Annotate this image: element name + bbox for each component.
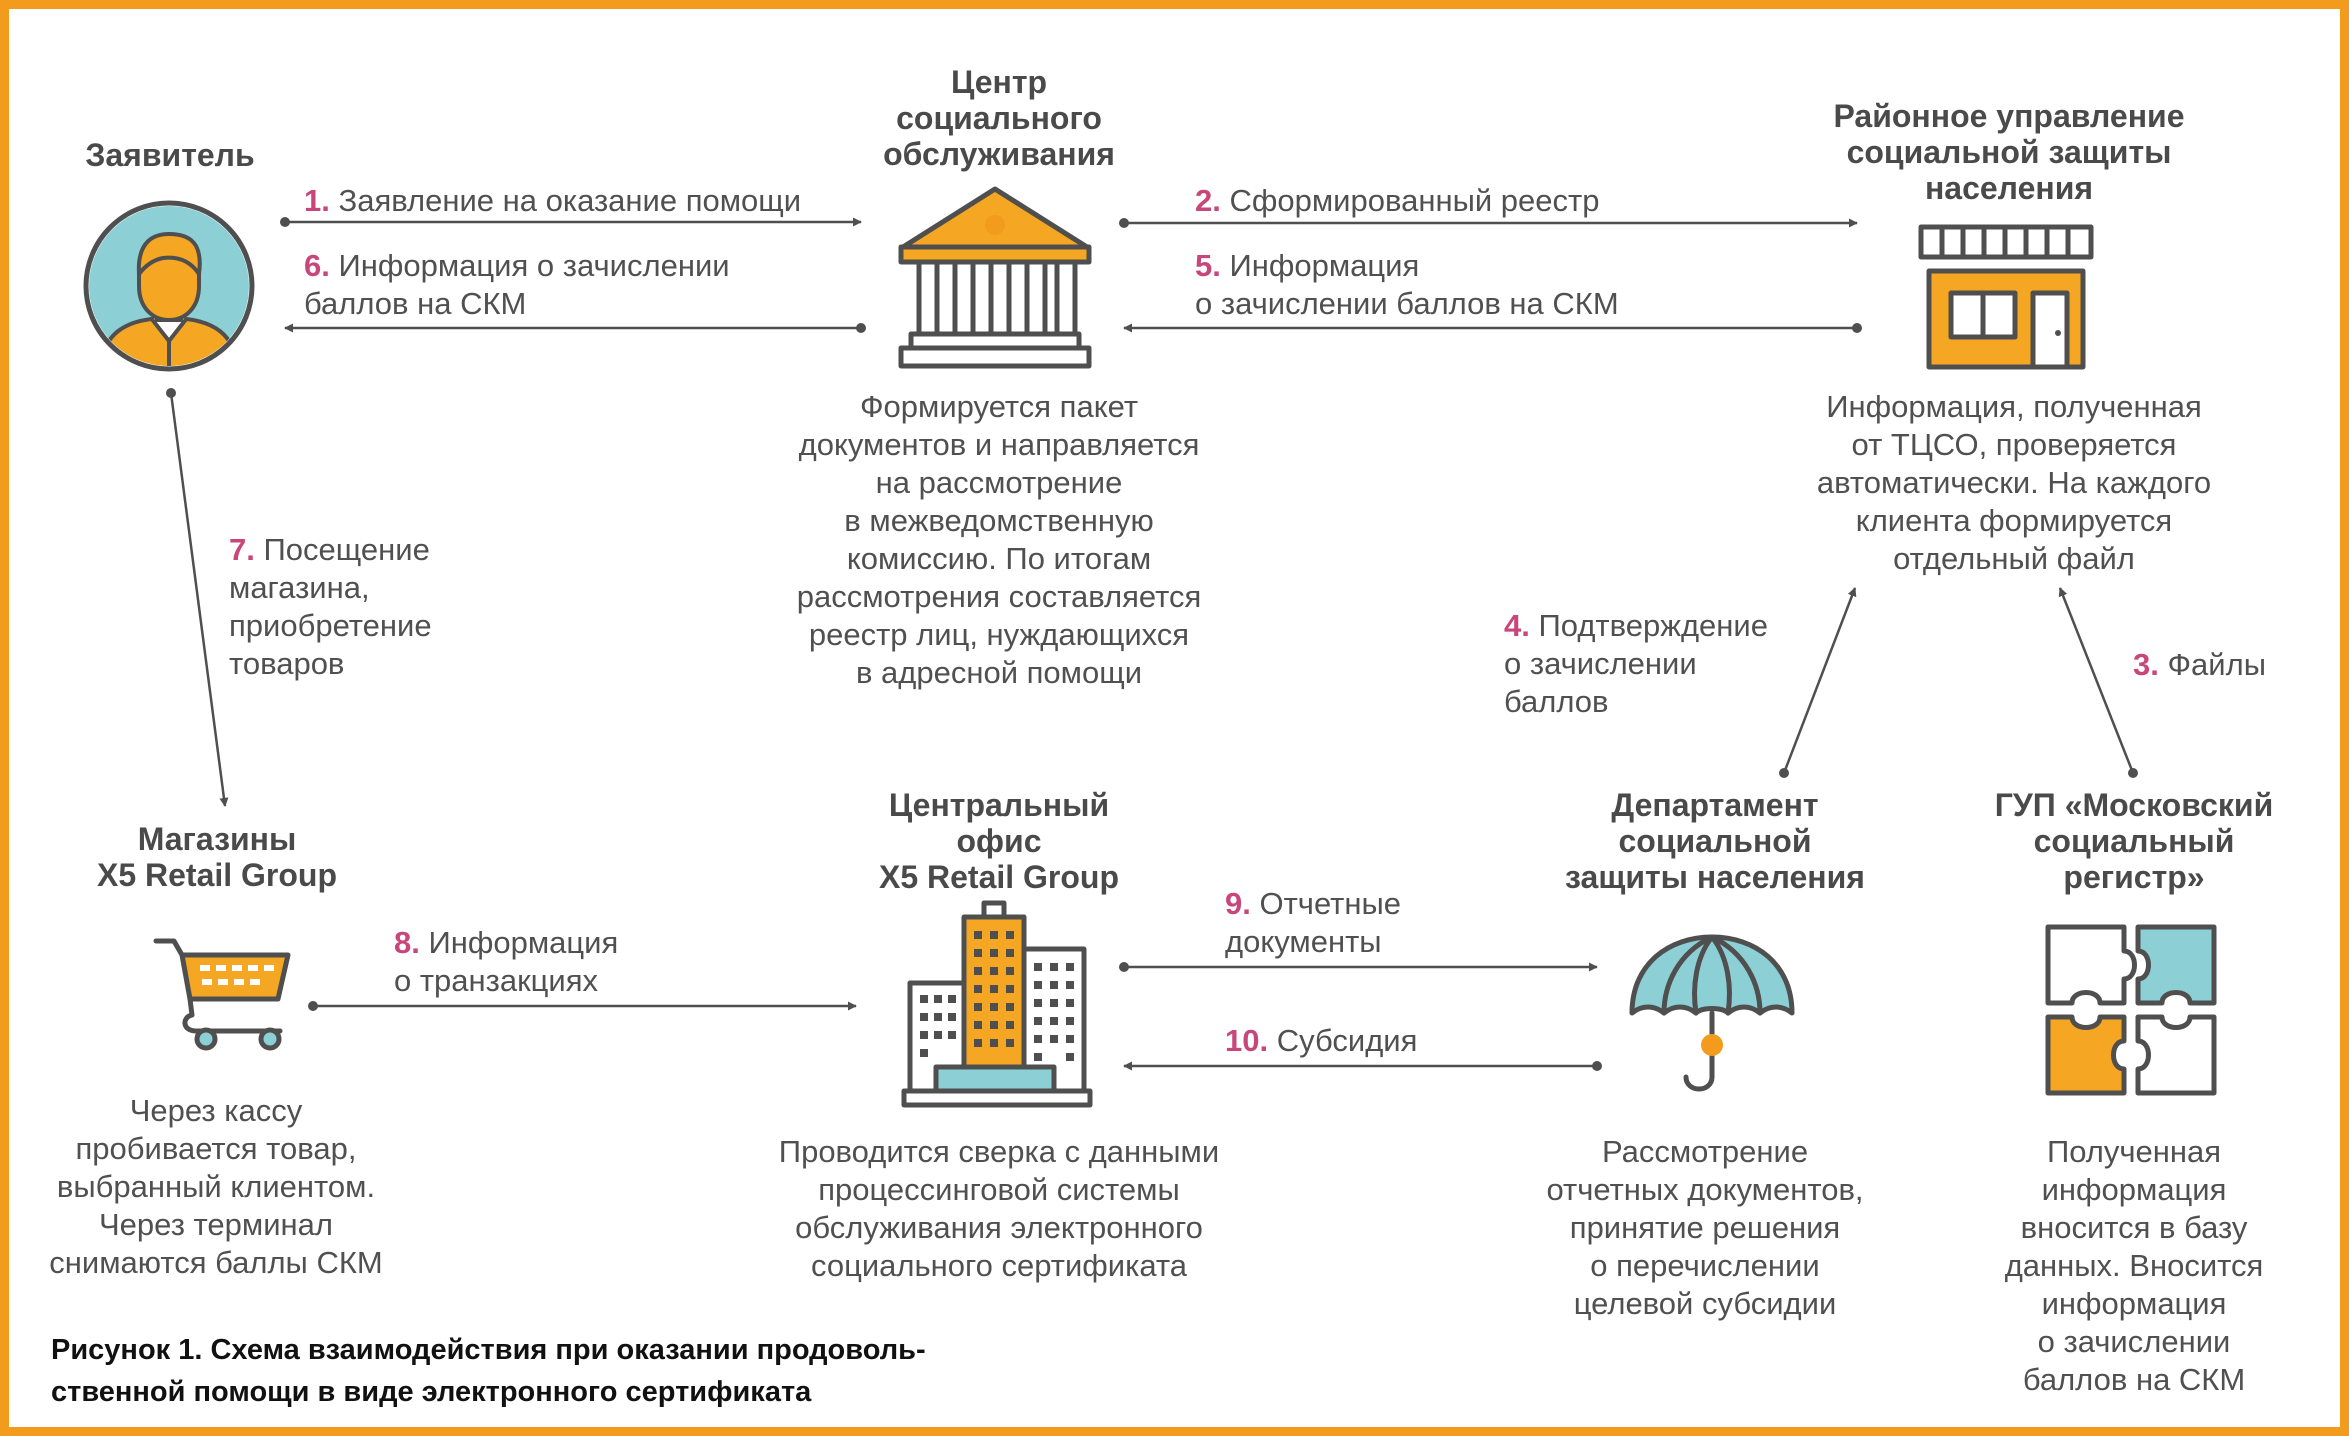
arrow-step-4: [1782, 587, 1857, 774]
step-text: Отчетные документы: [1225, 886, 1401, 959]
step-label-8: 8. Информация о транзакциях: [394, 924, 618, 1000]
step-label-2: 2. Сформированный реестр: [1195, 182, 1599, 220]
node-title-social-center: Центр социального обслуживания: [883, 64, 1115, 172]
node-description-x5-stores: Через кассу пробивается товар, выбранный…: [49, 1093, 383, 1280]
node-title-department: Департамент социальной защиты населения: [1565, 787, 1865, 895]
umbrella-icon: [1629, 934, 1795, 1092]
step-number: 5.: [1195, 248, 1221, 283]
step-number: 2.: [1195, 183, 1221, 218]
storefront-icon: [1918, 224, 2094, 370]
node-description-x5-office: Проводится сверка с данными процессингов…: [778, 1134, 1220, 1283]
arrow-step-3: [2058, 587, 2135, 774]
step-text: Файлы: [2167, 647, 2266, 682]
step-label-4: 4. Подтверждение о зачислении баллов: [1504, 607, 1768, 721]
step-label-3: 3. Файлы: [2133, 646, 2266, 684]
step-text: Субсидия: [1276, 1023, 1418, 1058]
node-title-registry: ГУП «Московский социальный регистр»: [1994, 787, 2274, 895]
office-buildings-icon: [901, 900, 1093, 1108]
step-number: 10.: [1225, 1023, 1269, 1058]
node-title-applicant: Заявитель: [85, 137, 255, 173]
node-title-x5-stores: Магазины X5 Retail Group: [96, 821, 338, 893]
shopping-cart-icon: [153, 938, 291, 1051]
node-description-district-office: Информация, полученная от ТЦСО, проверяе…: [1816, 389, 2212, 576]
step-text: Информация о зачислении баллов на СКМ: [1195, 248, 1619, 321]
step-label-10: 10. Субсидия: [1225, 1022, 1417, 1060]
step-text: Информация о транзакциях: [394, 925, 619, 998]
step-label-5: 5. Информация о зачислении баллов на СКМ: [1195, 247, 1619, 323]
step-text: Сформированный реестр: [1229, 183, 1600, 218]
flow-arrows: [166, 217, 2138, 1071]
step-number: 1.: [304, 183, 330, 218]
person-icon: [83, 200, 255, 372]
step-number: 7.: [229, 532, 255, 567]
puzzle-icon: [2045, 924, 2217, 1096]
step-number: 9.: [1225, 886, 1251, 921]
step-number: 4.: [1504, 608, 1530, 643]
step-text: Заявление на оказание помощи: [338, 183, 802, 218]
step-label-6: 6. Информация о зачислении баллов на СКМ: [304, 247, 730, 323]
step-number: 6.: [304, 248, 330, 283]
step-label-1: 1. Заявление на оказание помощи: [304, 182, 801, 220]
node-title-district-office: Районное управление социальной защиты на…: [1833, 98, 2185, 206]
arrow-step-7: [169, 392, 229, 807]
step-number: 8.: [394, 925, 420, 960]
step-text: Подтверждение о зачислении баллов: [1504, 608, 1768, 719]
government-building-icon: [898, 186, 1092, 369]
step-number: 3.: [2133, 647, 2159, 682]
step-label-9: 9. Отчетные документы: [1225, 885, 1401, 961]
node-title-x5-office: Центральный офис X5 Retail Group: [878, 787, 1120, 895]
step-text: Посещение магазина, приобретение товаров: [229, 532, 432, 681]
node-description-registry: Полученная информация вносится в базу да…: [2004, 1134, 2264, 1397]
step-label-7: 7. Посещение магазина, приобретение това…: [229, 531, 432, 683]
step-text: Информация о зачислении баллов на СКМ: [304, 248, 730, 321]
node-description-department: Рассмотрение отчетных документов, принят…: [1546, 1134, 1864, 1321]
node-description-social-center: Формируется пакет документов и направляе…: [796, 389, 1202, 690]
figure-caption: Рисунок 1. Схема взаимодействия при оказ…: [51, 1334, 926, 1408]
